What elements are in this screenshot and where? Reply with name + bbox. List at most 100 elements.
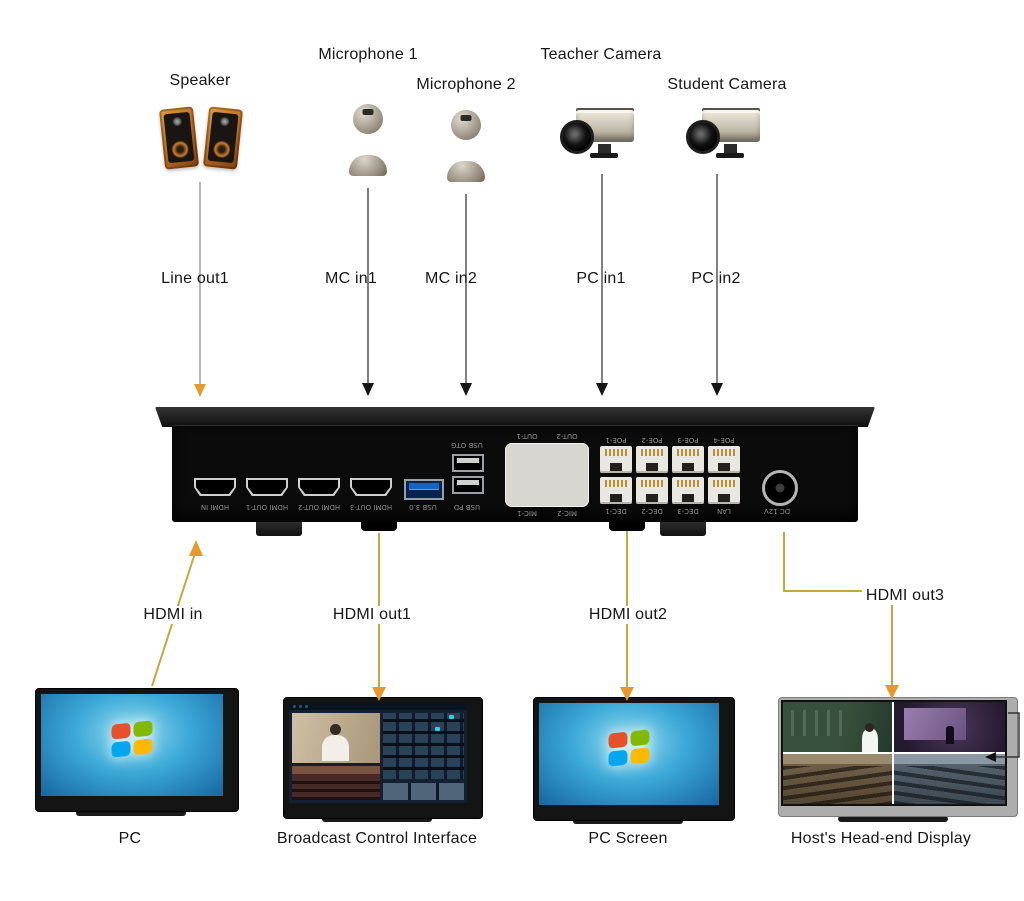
hdmi-in-port-label: HDMI IN — [200, 503, 230, 511]
arrow-mc-in1 — [362, 188, 374, 396]
hdmi-out3-label: HDMI out3 — [861, 587, 949, 605]
host-display-monitor — [778, 697, 1018, 817]
hdmi-out1-label: HDMI out1 — [328, 606, 416, 624]
rj45-port — [708, 446, 740, 473]
mic-base — [447, 161, 485, 182]
monitor-base — [322, 816, 432, 822]
usb3-port-label: USB 3.0 — [409, 503, 437, 511]
microphone2-label: Microphone 2 — [416, 76, 516, 93]
pc-screen-label: PC Screen — [588, 830, 668, 847]
usb3-port — [404, 479, 444, 500]
hdmi-in-label: HDMI in — [139, 606, 207, 624]
teacher-camera-graphic — [560, 104, 642, 164]
speaker-graphic — [158, 100, 246, 178]
feed-stage — [894, 702, 1005, 752]
audio-bottom2-label: MIC-2 — [557, 509, 577, 517]
rj45-bottom3-label: DEC-3 — [677, 507, 699, 515]
usb-bottom-label: USB PD — [453, 503, 481, 511]
broadcast-monitor — [283, 697, 483, 819]
mc-in2-label: MC in2 — [425, 270, 477, 287]
teacher-camera-label: Teacher Camera — [540, 46, 662, 63]
arrow-line-out1 — [194, 182, 206, 397]
pc-monitor — [35, 688, 239, 812]
rj45-port — [636, 477, 668, 504]
microphone2-graphic — [444, 110, 488, 182]
rj45-bottom1-label: DEC-1 — [605, 507, 627, 515]
hdmi-out3-port-label: HDMI OUT-3 — [349, 503, 393, 511]
host-display-label: Host's Head-end Display — [790, 830, 972, 847]
pc-screen-monitor — [533, 697, 735, 821]
hdmi-out2-port-label: HDMI OUT-2 — [297, 503, 341, 511]
speaker-left — [158, 106, 200, 170]
usb-port-top — [452, 454, 484, 472]
thumbnail-strip — [383, 783, 464, 800]
hdmi-out3-port — [350, 478, 392, 496]
feed-classroom-2 — [894, 754, 1005, 804]
audio-jack-plate — [505, 443, 589, 507]
rj45-port — [708, 477, 740, 504]
rj45-port — [600, 446, 632, 473]
windows-logo — [608, 729, 650, 767]
hdmi-out2-label: HDMI out2 — [584, 606, 672, 624]
dc-power-label: DC 12V — [763, 507, 791, 515]
rj45-top1-label: POE-1 — [605, 436, 627, 444]
pc-screen-monitor-screen — [539, 703, 719, 805]
camera-lens — [686, 120, 720, 154]
pc-in1-label: PC in1 — [576, 270, 626, 287]
rj45-port — [636, 446, 668, 473]
device-foot — [609, 522, 645, 531]
hdmi-in-port — [194, 478, 236, 496]
woofer — [212, 140, 232, 159]
host-display-screen — [781, 700, 1007, 806]
feed-classroom-1 — [783, 754, 892, 804]
pc-label: PC — [118, 830, 142, 847]
camera-lens — [560, 120, 594, 154]
usb-port-bottom — [452, 476, 484, 494]
mic-base — [349, 155, 387, 176]
rj45-port — [672, 477, 704, 504]
tweeter — [219, 116, 230, 127]
device-foot — [361, 522, 397, 531]
pc-in2-label: PC in2 — [691, 270, 741, 287]
windows-logo — [111, 720, 153, 758]
student-camera-label: Student Camera — [667, 76, 787, 93]
rj45-port — [600, 477, 632, 504]
rj45-port — [672, 446, 704, 473]
broadcast-label: Broadcast Control Interface — [276, 830, 478, 847]
control-button-grid — [383, 713, 464, 779]
pc-monitor-screen — [41, 694, 223, 796]
monitor-base — [573, 818, 683, 824]
line-out1-label: Line out1 — [161, 270, 229, 287]
arrow-hdmi-out3 — [783, 532, 899, 699]
hdmi-out2-port — [298, 478, 340, 496]
video-preview-2 — [292, 766, 380, 800]
rj45-top4-label: POE-4 — [713, 436, 735, 444]
arrow-mc-in2 — [460, 194, 472, 396]
switcher-top-edge — [155, 407, 875, 427]
tweeter — [172, 116, 183, 127]
dc-power-jack — [762, 470, 798, 506]
video-preview-1 — [292, 713, 380, 763]
audio-top2-label: OUT-2 — [556, 432, 578, 440]
rj45-bottom2-label: DEC-2 — [641, 507, 663, 515]
speaker-right — [202, 106, 244, 170]
woofer — [170, 140, 190, 159]
monitor-base — [838, 816, 948, 822]
microphone1-label: Microphone 1 — [318, 46, 418, 63]
feed-teacher — [783, 702, 892, 752]
mount-bracket — [660, 521, 706, 536]
audio-top1-label: OUT-1 — [516, 432, 538, 440]
mount-bracket — [256, 521, 302, 536]
speaker-label: Speaker — [169, 72, 231, 89]
monitor-base — [76, 810, 186, 816]
hdmi-out1-port-label: HDMI OUT-1 — [245, 503, 289, 511]
usb-top-label: USB OTG — [451, 441, 483, 449]
broadcast-monitor-screen — [289, 703, 467, 803]
microphone1-graphic — [346, 104, 390, 176]
rj45-top3-label: POE-3 — [677, 436, 699, 444]
hdmi-out1-port — [246, 478, 288, 496]
audio-bottom1-label: MIC-1 — [517, 509, 537, 517]
rj45-bottom4-label: LAN — [716, 507, 732, 515]
mc-in1-label: MC in1 — [325, 270, 377, 287]
mic-slot — [460, 115, 472, 121]
